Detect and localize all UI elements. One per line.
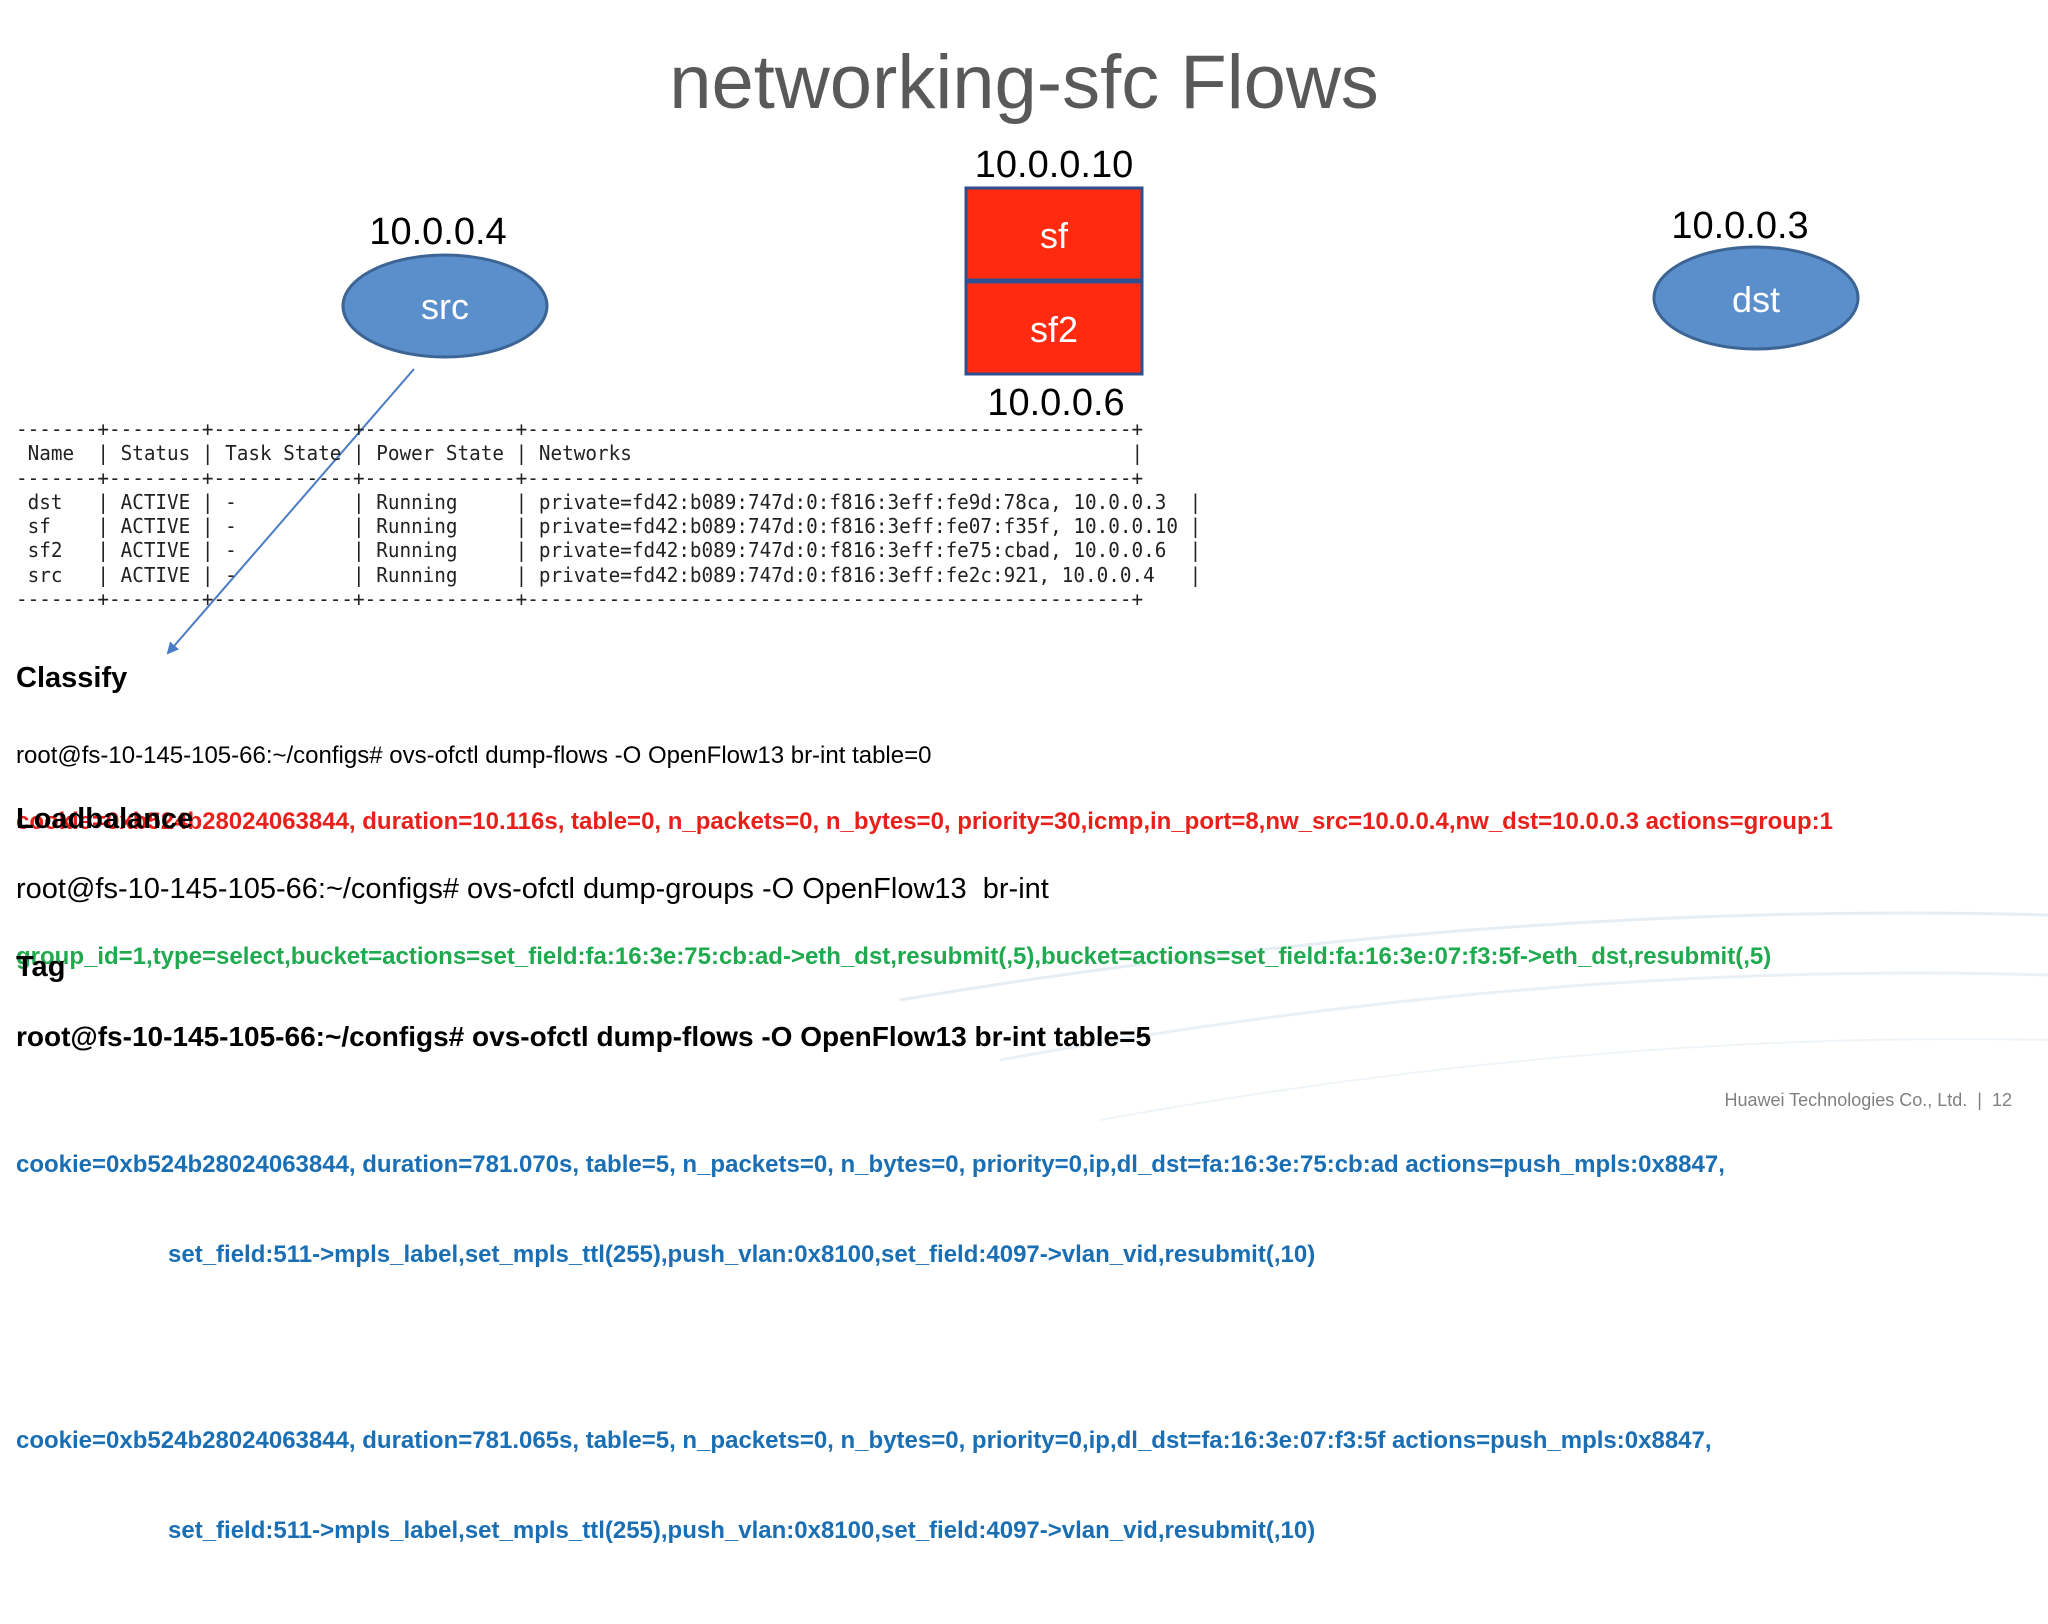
footer: Huawei Technologies Co., Ltd. | 12 [1724,1090,2012,1111]
tag-flow-2-line-2: set_field:511->mpls_label,set_mpls_ttl(2… [168,1517,1316,1544]
page-number: 12 [1991,1090,2012,1110]
table-row: sf | ACTIVE | - | Running | private=fd42… [16,514,1202,539]
sf-node [964,186,1144,282]
sf2-node [964,280,1144,376]
sf-node-label: sf [1040,215,1069,256]
tag-section: Tag root@fs-10-145-105-66:~/configs# ovs… [16,914,1725,1624]
sf-ip-label: 10.0.0.10 [975,144,1133,186]
classify-heading: Classify [16,662,128,694]
sf2-node-label: sf2 [1030,309,1078,350]
topology-diagram: 10.0.0.4 src 10.0.0.10 sf sf2 10.0.0.6 1… [166,144,1860,655]
table-border-mid: -------+--------+------------+----------… [16,465,1144,490]
src-ip-label: 10.0.0.4 [369,211,506,253]
tag-flow-1-line-1: cookie=0xb524b28024063844, duration=781.… [16,1151,1725,1178]
classify-command: root@fs-10-145-105-66:~/configs# ovs-ofc… [16,742,932,769]
tag-heading: Tag [16,951,66,983]
tag-flow-1-line-2: set_field:511->mpls_label,set_mpls_ttl(2… [168,1241,1316,1268]
tag-flow-2: cookie=0xb524b28024063844, duration=781.… [16,1366,1725,1606]
footer-company: Huawei Technologies Co., Ltd. [1724,1090,1968,1110]
tag-flow-1: cookie=0xb524b28024063844, duration=781.… [16,1090,1725,1330]
slide-title: networking-sfc Flows [669,40,1379,125]
table-header: Name | Status | Task State | Power State… [16,441,1144,466]
vm-list-table: -------+--------+------------+----------… [16,417,1201,611]
table-border-bottom: -------+--------+------------+----------… [16,587,1144,612]
footer-separator: | [1977,1090,1982,1110]
dst-ip-label: 10.0.0.3 [1671,205,1808,247]
table-row: src | ACTIVE | - | Running | private=fd4… [16,562,1202,587]
dst-node-label: dst [1732,279,1780,320]
sf2-ip-label: 10.0.0.6 [987,382,1124,424]
table-border-top: -------+--------+------------+----------… [16,417,1144,441]
classify-arrow [166,368,415,655]
loadbalance-command: root@fs-10-145-105-66:~/configs# ovs-ofc… [16,873,1049,905]
tag-flow-2-line-1: cookie=0xb524b28024063844, duration=781.… [16,1427,1712,1454]
background-decoration [899,911,2048,1121]
src-node-label: src [421,286,469,327]
table-row: sf2 | ACTIVE | - | Running | private=fd4… [16,538,1202,563]
src-node [341,253,549,359]
loadbalance-flow: group_id=1,type=select,bucket=actions=se… [16,943,1772,970]
loadbalance-section: Loadbalance root@fs-10-145-105-66:~/conf… [16,766,1771,990]
dst-node [1652,245,1860,351]
tag-command: root@fs-10-145-105-66:~/configs# ovs-ofc… [16,1021,1152,1052]
table-row: dst | ACTIVE | - | Running | private=fd4… [16,489,1202,514]
classify-section: Classify root@fs-10-145-105-66:~/configs… [16,625,1833,855]
classify-flow: cookie=0xb524b28024063844, duration=10.1… [16,808,1833,835]
loadbalance-heading: Loadbalance [16,803,194,835]
